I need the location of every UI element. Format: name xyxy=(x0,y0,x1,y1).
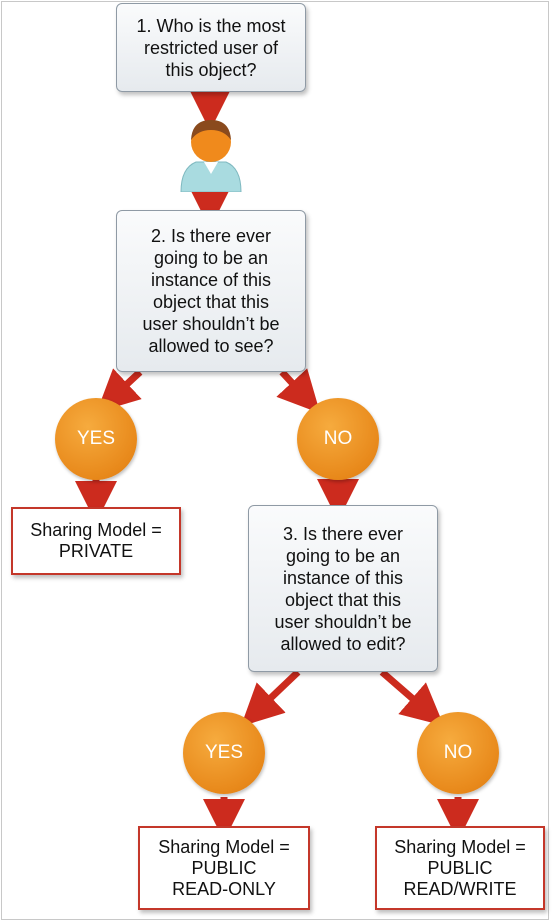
result-read-write-text: Sharing Model = PUBLIC READ/WRITE xyxy=(394,836,526,899)
user-icon xyxy=(180,120,242,192)
arrow-q2-to-no xyxy=(276,368,321,414)
question-2-text: 2. Is there ever going to be an instance… xyxy=(142,226,280,356)
yes-circle-2: YES xyxy=(183,712,265,794)
question-2-box: 2. Is there ever going to be an instance… xyxy=(116,210,306,372)
no-label-2: NO xyxy=(443,742,473,763)
question-1-box: 1. Who is the most restricted user of th… xyxy=(116,3,306,92)
arrow-q3-to-yes xyxy=(240,669,301,727)
no-label-1: NO xyxy=(323,428,353,449)
arrow-q3-to-no xyxy=(379,669,444,726)
question-3-text: 3. Is there ever going to be an instance… xyxy=(274,523,412,654)
result-private-text: Sharing Model = PRIVATE xyxy=(30,520,162,561)
yes-label-1: YES xyxy=(76,428,116,449)
yes-circle-1: YES xyxy=(55,398,137,480)
arrow-q2-to-yes xyxy=(96,368,143,413)
result-read-write-box: Sharing Model = PUBLIC READ/WRITE xyxy=(375,826,545,910)
yes-label-2: YES xyxy=(204,742,244,763)
no-circle-2: NO xyxy=(417,712,499,794)
question-3-box: 3. Is there ever going to be an instance… xyxy=(248,505,438,672)
no-circle-1: NO xyxy=(297,398,379,480)
result-private-box: Sharing Model = PRIVATE xyxy=(11,507,181,575)
question-1-text: 1. Who is the most restricted user of th… xyxy=(136,15,286,80)
result-read-only-box: Sharing Model = PUBLIC READ-ONLY xyxy=(138,826,310,910)
result-read-only-text: Sharing Model = PUBLIC READ-ONLY xyxy=(158,836,290,899)
